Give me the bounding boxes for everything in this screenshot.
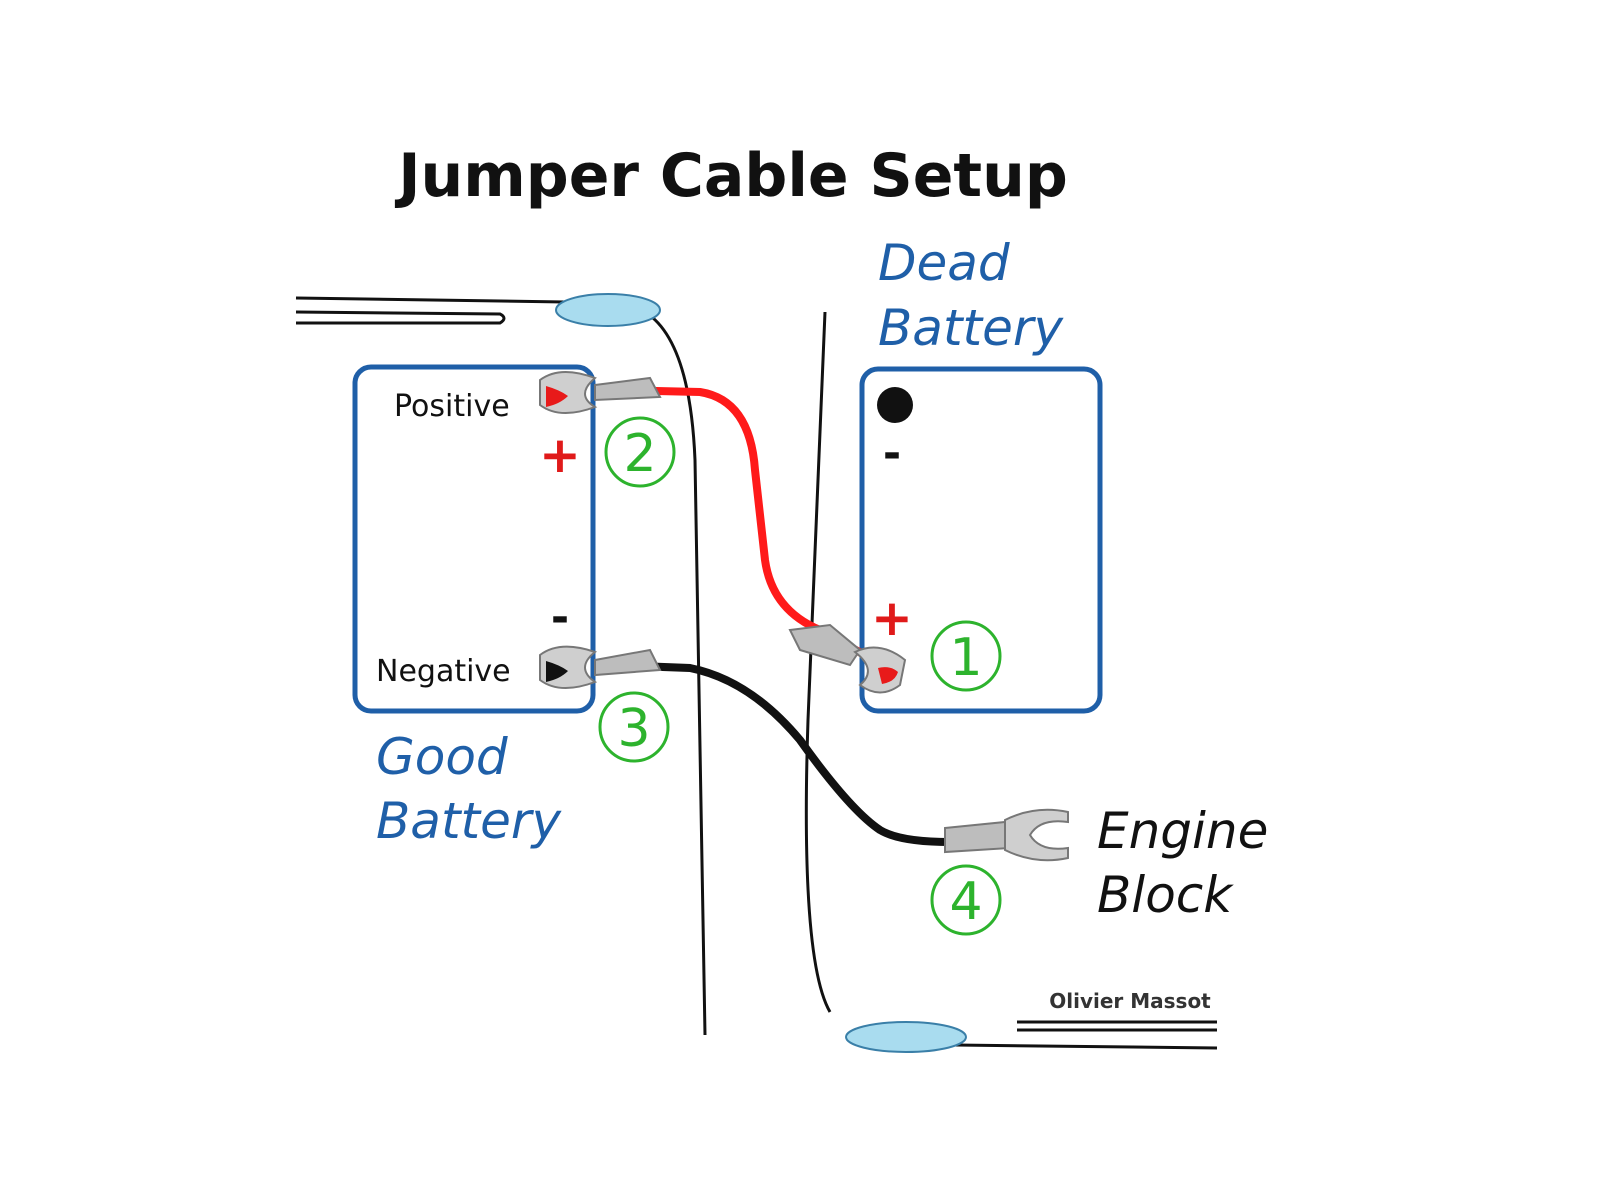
dead-battery-box xyxy=(859,366,1103,714)
clamp-dead-positive-icon xyxy=(788,623,907,694)
dead-battery-negative-terminal-icon xyxy=(877,387,913,423)
good-battery-minus-sign: - xyxy=(551,592,569,643)
positive-cable xyxy=(606,386,874,662)
dead-battery-plus-sign: + xyxy=(871,589,913,647)
dead-battery-minus-sign: - xyxy=(883,428,901,479)
right-hood-latch-icon xyxy=(845,1021,967,1053)
negative-cable xyxy=(606,661,954,846)
right-car-hood-outline xyxy=(954,1020,1218,1050)
author-credit: Olivier Massot xyxy=(1049,989,1211,1013)
left-car-fender-line xyxy=(644,310,707,1036)
positive-terminal-label: Positive xyxy=(394,389,510,424)
negative-terminal-label: Negative xyxy=(376,654,511,689)
step-number-3: 3 xyxy=(617,699,650,759)
engine-block-label-line1: Engine xyxy=(1097,802,1268,860)
step-marker-2: 2 xyxy=(604,416,676,488)
good-battery-label-line1: Good xyxy=(376,728,508,786)
clamp-good-negative-icon xyxy=(539,645,662,689)
clamp-good-positive-icon xyxy=(539,371,662,414)
step-marker-4: 4 xyxy=(930,864,1002,936)
dead-battery-label-line1: Dead xyxy=(878,234,1010,292)
step-number-4: 4 xyxy=(949,872,982,932)
diagram-title: Jumper Cable Setup xyxy=(394,141,1068,211)
step-marker-1: 1 xyxy=(930,620,1002,692)
left-hood-latch-icon xyxy=(555,293,661,327)
engine-block-label-line2: Block xyxy=(1097,866,1234,924)
step-number-2: 2 xyxy=(623,424,656,484)
left-car-hood-outline xyxy=(295,296,566,325)
step-number-1: 1 xyxy=(949,628,982,688)
good-battery-label-line2: Battery xyxy=(376,792,562,850)
good-battery-plus-sign: + xyxy=(539,426,581,484)
good-battery-box xyxy=(352,364,596,714)
clamp-engine-block-icon xyxy=(944,808,1069,862)
right-car-fender-line xyxy=(804,311,832,1013)
dead-battery-label-line2: Battery xyxy=(878,299,1064,357)
step-marker-3: 3 xyxy=(598,691,670,763)
